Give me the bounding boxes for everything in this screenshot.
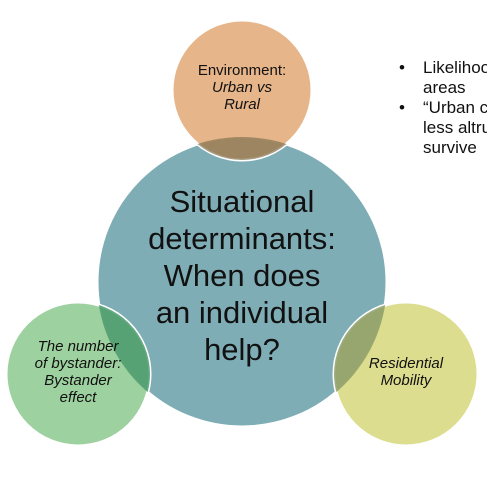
bullet-text-line: areas [423,78,466,97]
bystander-label-line4: effect [59,389,97,406]
bullet-text-line: less altru [423,118,487,137]
bullet-item: • Likelihoo areas [397,58,487,98]
bullet-text-line: Likelihoo [423,58,487,77]
mobility-label: Residential Mobility [340,355,472,389]
central-label-line3: When does [163,258,321,293]
bystander-label-line2: of bystander: [34,355,122,372]
environment-label-line2: Urban vs [211,79,273,96]
environment-label-line3: Rural [224,96,260,113]
central-label: Situational determinants: When does an i… [120,183,364,368]
bystander-label-line1: The number [37,338,119,355]
mobility-label-line1: Residential [368,355,444,372]
bullet-list: • Likelihoo areas • “Urban c less altru … [397,58,487,158]
bullet-marker: • [399,58,405,77]
bullet-item: • “Urban c less altru survive [397,98,487,158]
central-label-line2: determinants: [148,221,336,256]
central-label-line1: Situational [169,184,315,219]
mobility-label-line2: Mobility [380,372,432,389]
bystander-label: The number of bystander: Bystander effec… [15,338,141,406]
bullet-text-line: “Urban c [423,98,487,117]
central-label-line5: help? [204,332,280,367]
central-label-line4: an individual [155,295,329,330]
bystander-label-line3: Bystander [44,372,112,389]
environment-label: Environment: Urban vs Rural [183,62,301,113]
environment-label-line1: Environment: [197,62,287,79]
bullet-marker: • [399,98,405,117]
bullet-text-line: survive [423,138,477,157]
